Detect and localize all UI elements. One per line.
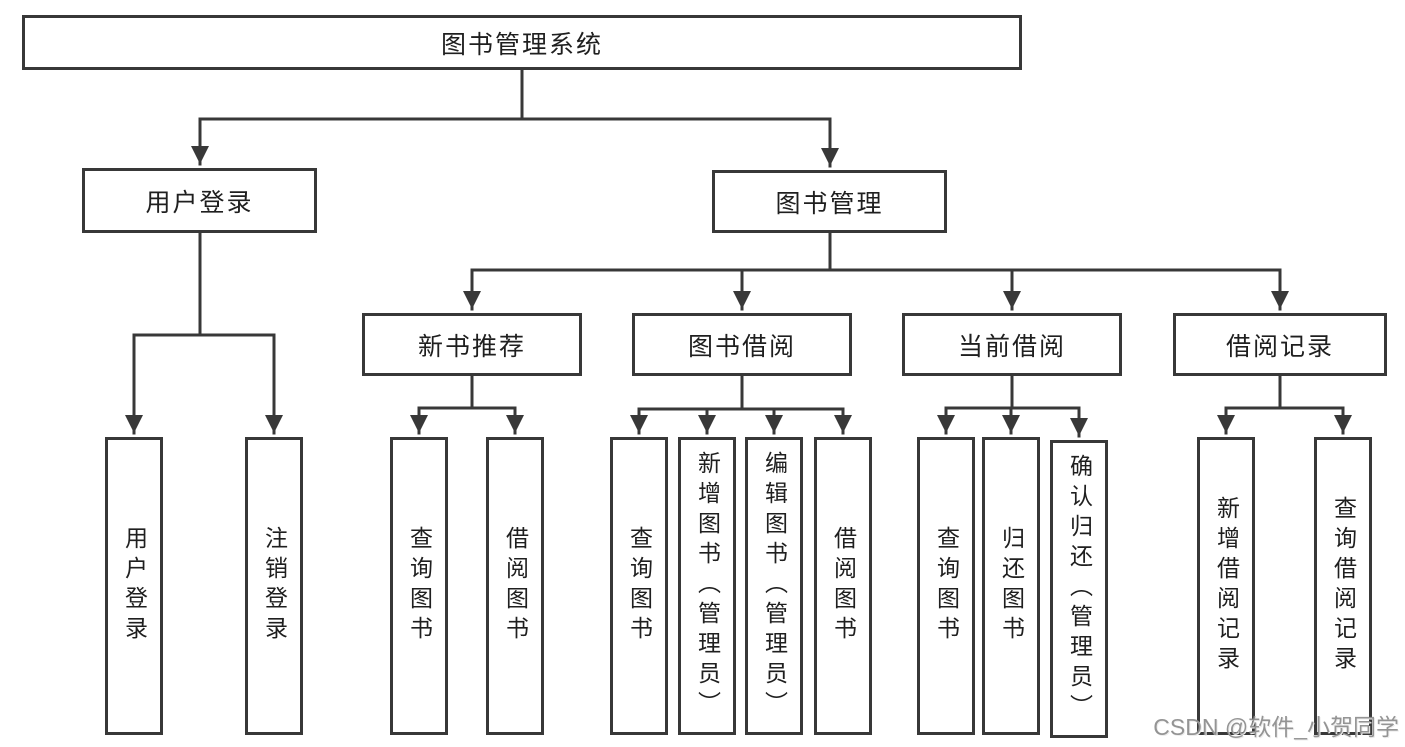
- node-current-borrowing-label: 当前借阅: [957, 332, 1066, 361]
- node-bb-edit-books: 编辑图书（管理员）: [745, 437, 803, 735]
- node-cb-return-books: 归还图书: [982, 437, 1040, 735]
- node-bb-query-books: 查询图书: [610, 437, 668, 735]
- node-new-book-recommend: 新书推荐: [362, 313, 582, 376]
- node-cb-confirm-return: 确认归还（管理员）: [1050, 440, 1108, 738]
- node-bb-borrow-books: 借阅图书: [814, 437, 872, 735]
- node-cb-query-books: 查询图书: [917, 437, 975, 735]
- node-bb-add-books: 新增图书（管理员）: [678, 437, 736, 735]
- node-borrowing-records: 借阅记录: [1173, 313, 1387, 376]
- node-logout: 注销登录: [245, 437, 303, 735]
- node-new-book-recommend-label: 新书推荐: [417, 332, 526, 361]
- node-br-add-record-label: 新增借阅记录: [1213, 496, 1240, 676]
- node-nb-borrow-books-label: 借阅图书: [502, 526, 529, 646]
- node-borrowing-records-label: 借阅记录: [1225, 332, 1334, 361]
- node-user-login-group: 用户登录: [82, 168, 317, 233]
- node-book-management: 图书管理: [712, 170, 947, 233]
- node-cb-query-books-label: 查询图书: [933, 526, 960, 646]
- node-br-query-record: 查询借阅记录: [1314, 437, 1372, 735]
- node-user-login: 用户登录: [105, 437, 163, 735]
- node-br-add-record: 新增借阅记录: [1197, 437, 1255, 735]
- node-bb-query-books-label: 查询图书: [626, 526, 653, 646]
- node-user-login-group-label: 用户登录: [145, 188, 254, 217]
- node-bb-edit-books-label: 编辑图书（管理员）: [761, 451, 788, 721]
- node-current-borrowing: 当前借阅: [902, 313, 1122, 376]
- node-cb-return-books-label: 归还图书: [998, 526, 1025, 646]
- node-user-login-label: 用户登录: [121, 526, 148, 646]
- node-bb-borrow-books-label: 借阅图书: [830, 526, 857, 646]
- node-nb-query-books: 查询图书: [390, 437, 448, 735]
- node-bb-add-books-label: 新增图书（管理员）: [694, 451, 721, 721]
- node-root: 图书管理系统: [22, 15, 1022, 70]
- node-logout-label: 注销登录: [261, 526, 288, 646]
- csdn-watermark: CSDN @软件_小贺同学: [1153, 714, 1399, 740]
- node-nb-query-books-label: 查询图书: [406, 526, 433, 646]
- node-book-borrowing: 图书借阅: [632, 313, 852, 376]
- node-nb-borrow-books: 借阅图书: [486, 437, 544, 735]
- node-book-borrowing-label: 图书借阅: [687, 332, 796, 361]
- node-root-label: 图书管理系统: [440, 30, 603, 59]
- node-cb-confirm-return-label: 确认归还（管理员）: [1066, 454, 1093, 724]
- node-book-management-label: 图书管理: [775, 189, 884, 218]
- node-br-query-record-label: 查询借阅记录: [1330, 496, 1357, 676]
